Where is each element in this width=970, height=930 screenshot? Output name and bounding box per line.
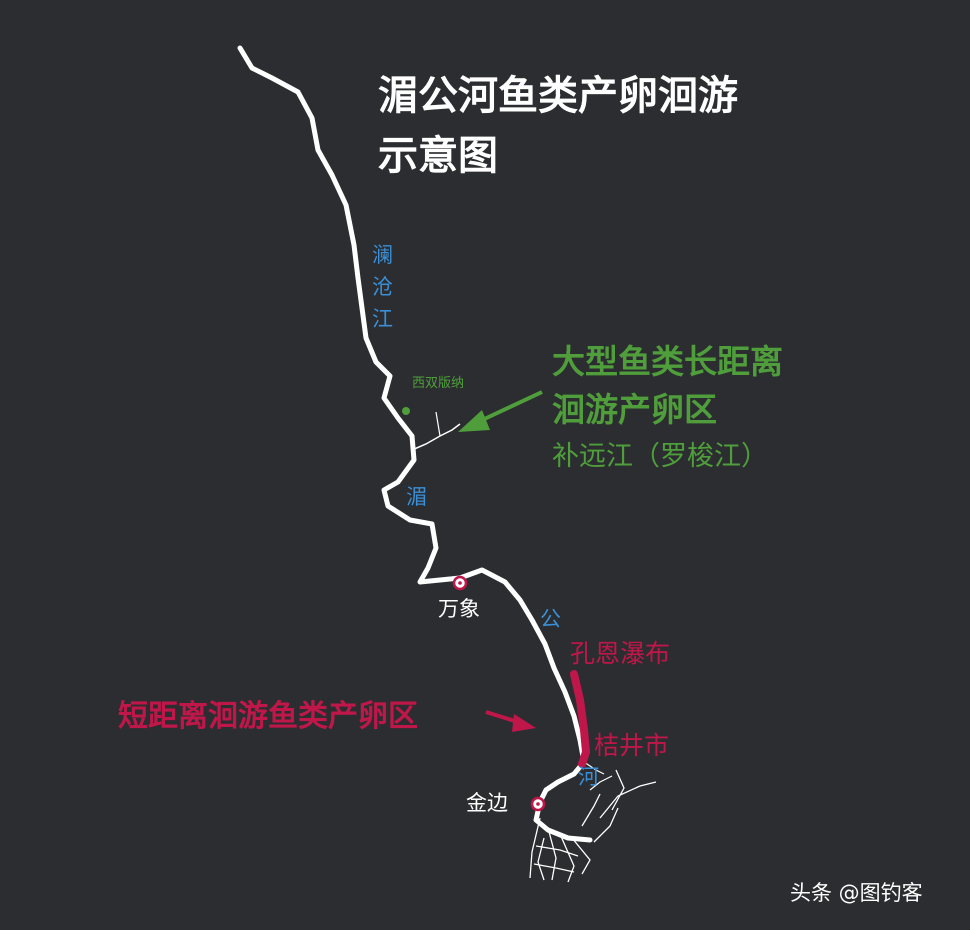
river-label-jiang: 江 — [372, 307, 393, 331]
place-phnom-penh: 金边 — [466, 791, 508, 815]
short-zone-label: 短距离洄游鱼类产卵区 — [118, 699, 418, 734]
river-label-he: 河 — [578, 765, 599, 789]
vientiane-marker-center — [458, 581, 462, 585]
buyuan-river — [411, 423, 461, 451]
short-spawn-zone-segment — [570, 670, 591, 768]
long-zone-river-name: 补远江（罗梭江） — [552, 441, 768, 472]
watermark: 头条 @图钓客 — [790, 881, 923, 905]
place-xishuangbanna: 西双版纳 — [412, 376, 465, 391]
river-label-lan: 澜 — [372, 243, 393, 267]
phnom-penh-marker-center — [536, 802, 540, 806]
river-label-cang: 沧 — [372, 275, 393, 299]
map-title-line1: 湄公河鱼类产卵洄游 — [378, 73, 738, 119]
eastern-tributaries — [583, 761, 613, 791]
short-zone-arrow — [485, 710, 536, 732]
xishuangbanna-dot — [402, 407, 410, 415]
place-khone-falls: 孔恩瀑布 — [570, 639, 671, 668]
buyuan-river-branch — [435, 411, 441, 437]
river-label-mei: 湄 — [406, 485, 427, 509]
place-vientiane: 万象 — [438, 597, 480, 621]
mekong-delta — [529, 769, 657, 883]
map-title-line2: 示意图 — [378, 133, 498, 179]
long-zone-arrow — [458, 390, 543, 432]
river-label-gong: 公 — [540, 607, 561, 631]
long-zone-label-line2: 洄游产卵区 — [552, 390, 717, 429]
mekong-river — [237, 45, 593, 843]
place-pakse: 桔井市 — [594, 731, 670, 760]
long-zone-label-line1: 大型鱼类长距离 — [552, 342, 783, 381]
